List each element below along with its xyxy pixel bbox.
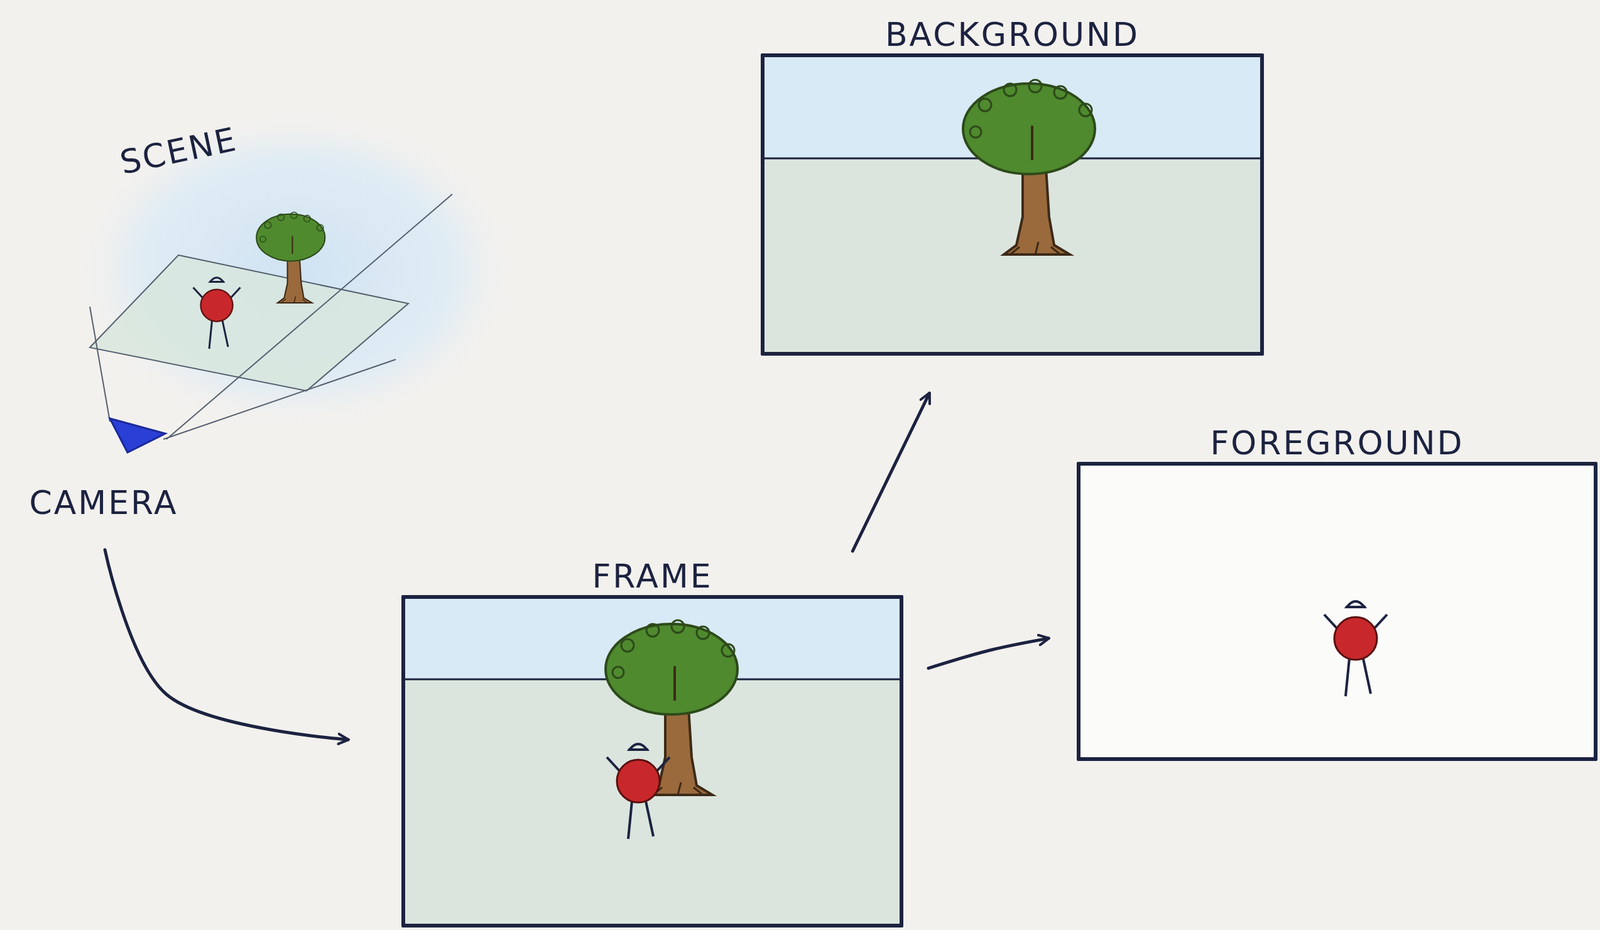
scene-label: SCENE <box>116 119 241 182</box>
box-heading: BACKGROUND <box>764 15 1261 54</box>
foreground-frame: FOREGROUND <box>1076 461 1598 761</box>
camera-symbol: CAMERA <box>12 411 195 522</box>
flow-arrow <box>928 638 1049 669</box>
flow-arrow <box>852 393 930 551</box>
box-heading: CAMERA <box>12 483 195 522</box>
box-heading: FRAME <box>405 557 900 595</box>
box-heading: FOREGROUND <box>1080 424 1594 462</box>
background-frame: BACKGROUND <box>760 53 1264 356</box>
frame-box: FRAME <box>401 594 904 928</box>
flow-arrow <box>104 549 349 740</box>
